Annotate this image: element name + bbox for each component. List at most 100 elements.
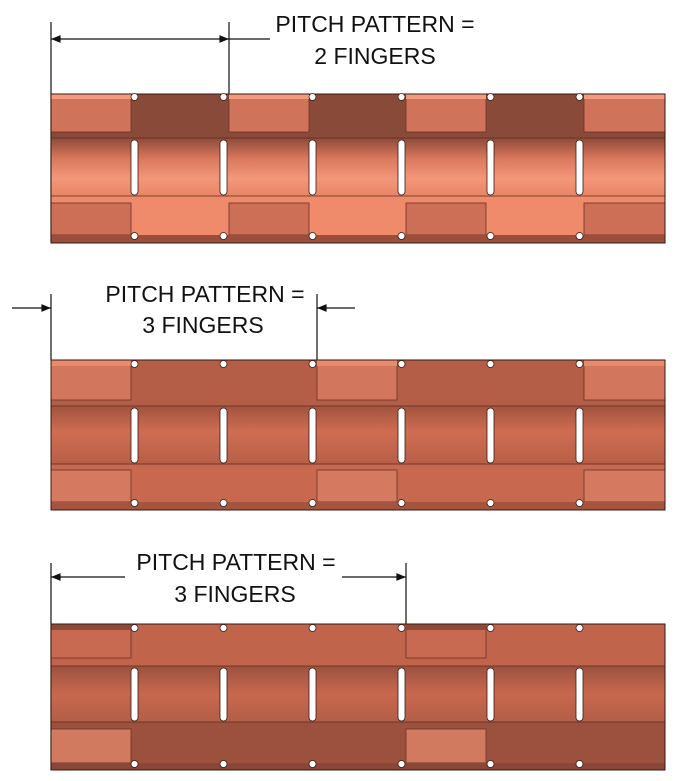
- pitch-label-line1: PITCH PATTERN =: [275, 11, 474, 37]
- slot-notch: [397, 760, 406, 768]
- pitch-pad-top-dark: [406, 624, 486, 630]
- pitch-label-line2: 3 FINGERS: [174, 581, 295, 607]
- slot-notch: [575, 624, 584, 632]
- diagram-3: PITCH PATTERN = 3 FINGERS: [50, 549, 666, 771]
- strip-middle-bar: [51, 138, 665, 196]
- finger-strip: [50, 359, 666, 511]
- slot-notch: [308, 499, 317, 507]
- slot-notch: [219, 760, 228, 768]
- pitch-pad-top-highlight: [51, 360, 131, 366]
- slot-notch: [308, 232, 317, 240]
- pitch-label-line1: PITCH PATTERN =: [105, 281, 304, 307]
- pitch-pad-top: [316, 359, 398, 401]
- strip-top-band: [51, 624, 665, 666]
- slot-notch: [219, 232, 228, 240]
- finger-slot: [219, 139, 228, 196]
- pitch-pad-top-highlight: [584, 360, 665, 366]
- finger-slot: [575, 667, 584, 722]
- slot-notch: [486, 93, 495, 101]
- slot-notch: [575, 232, 584, 240]
- pitch-pad-bottom: [228, 202, 310, 236]
- pitch-pad-top-highlight: [406, 94, 486, 99]
- pitch-pad-bottom: [405, 728, 487, 764]
- finger-slot: [308, 139, 317, 196]
- finger-slot: [486, 139, 495, 196]
- slot-notch: [575, 360, 584, 368]
- slot-notch: [397, 499, 406, 507]
- slot-notch: [397, 624, 406, 632]
- finger-slot: [397, 667, 406, 722]
- finger-slot: [486, 667, 495, 722]
- finger-slot: [130, 407, 139, 464]
- finger-slot: [486, 407, 495, 464]
- strip-bottom-edge: [51, 763, 665, 770]
- slot-notch: [219, 360, 228, 368]
- pitch-pad-bottom: [583, 469, 666, 503]
- diagram-2: PITCH PATTERN = 3 FINGERS: [12, 281, 666, 511]
- pitch-pad-bottom: [583, 202, 666, 236]
- pitch-pad-top: [583, 359, 666, 401]
- pitch-pad-top-highlight: [317, 360, 397, 366]
- strip-bottom-edge: [51, 502, 665, 510]
- finger-slot: [308, 667, 317, 722]
- slot-notch: [486, 360, 495, 368]
- strip-bottom-edge: [51, 235, 665, 243]
- strip-outline: [50, 93, 666, 244]
- strip-bottom-band: [51, 722, 665, 770]
- finger-slot: [397, 407, 406, 464]
- pitch-pad-bottom: [316, 469, 398, 503]
- finger-slot: [575, 139, 584, 196]
- strip-outline: [50, 359, 666, 511]
- slot-notch: [397, 232, 406, 240]
- strip-middle-bar: [51, 406, 665, 464]
- pitch-pad-top: [583, 93, 666, 133]
- slot-notch: [308, 624, 317, 632]
- pitch-label-line2: 3 FINGERS: [142, 312, 263, 338]
- finger-slot: [219, 667, 228, 722]
- slot-notch: [219, 93, 228, 101]
- slot-notch: [219, 624, 228, 632]
- pitch-pad-top-highlight: [229, 94, 309, 99]
- pitch-pad-top: [50, 359, 132, 401]
- slot-notch: [308, 93, 317, 101]
- pitch-pad-bottom: [50, 202, 132, 236]
- slot-notch: [397, 93, 406, 101]
- slot-notch: [486, 232, 495, 240]
- slot-notch: [130, 360, 139, 368]
- pitch-pad-top: [228, 93, 310, 133]
- finger-slots: [130, 624, 584, 768]
- finger-slot: [130, 139, 139, 196]
- slot-notch: [130, 624, 139, 632]
- slot-notch: [486, 760, 495, 768]
- slot-notch: [575, 499, 584, 507]
- finger-slot: [308, 407, 317, 464]
- slot-notch: [575, 760, 584, 768]
- strip-outline: [50, 623, 666, 771]
- finger-slots: [130, 93, 584, 240]
- pitch-pad-top: [50, 93, 132, 133]
- pitch-label-line1: PITCH PATTERN =: [136, 549, 335, 575]
- finger-slot: [575, 407, 584, 464]
- finger-slots: [130, 360, 584, 507]
- slot-notch: [486, 499, 495, 507]
- strip-middle-bar: [51, 666, 665, 722]
- slot-notch: [130, 499, 139, 507]
- finger-strip: [50, 623, 666, 771]
- slot-notch: [130, 93, 139, 101]
- finger-slot: [397, 139, 406, 196]
- slot-notch: [219, 499, 228, 507]
- slot-notch: [130, 232, 139, 240]
- finger-strip: [50, 93, 666, 244]
- pitch-pad-top: [405, 93, 487, 133]
- pitch-pad-top-highlight: [51, 94, 131, 99]
- slot-notch: [575, 93, 584, 101]
- slot-notch: [308, 760, 317, 768]
- pitch-label-line2: 2 FINGERS: [314, 43, 435, 69]
- pitch-pad-top-highlight: [584, 94, 665, 99]
- slot-notch: [130, 760, 139, 768]
- finger-slot: [219, 407, 228, 464]
- slot-notch: [308, 360, 317, 368]
- strip-top-band: [51, 94, 665, 138]
- pitch-pad-top-dark: [51, 624, 131, 630]
